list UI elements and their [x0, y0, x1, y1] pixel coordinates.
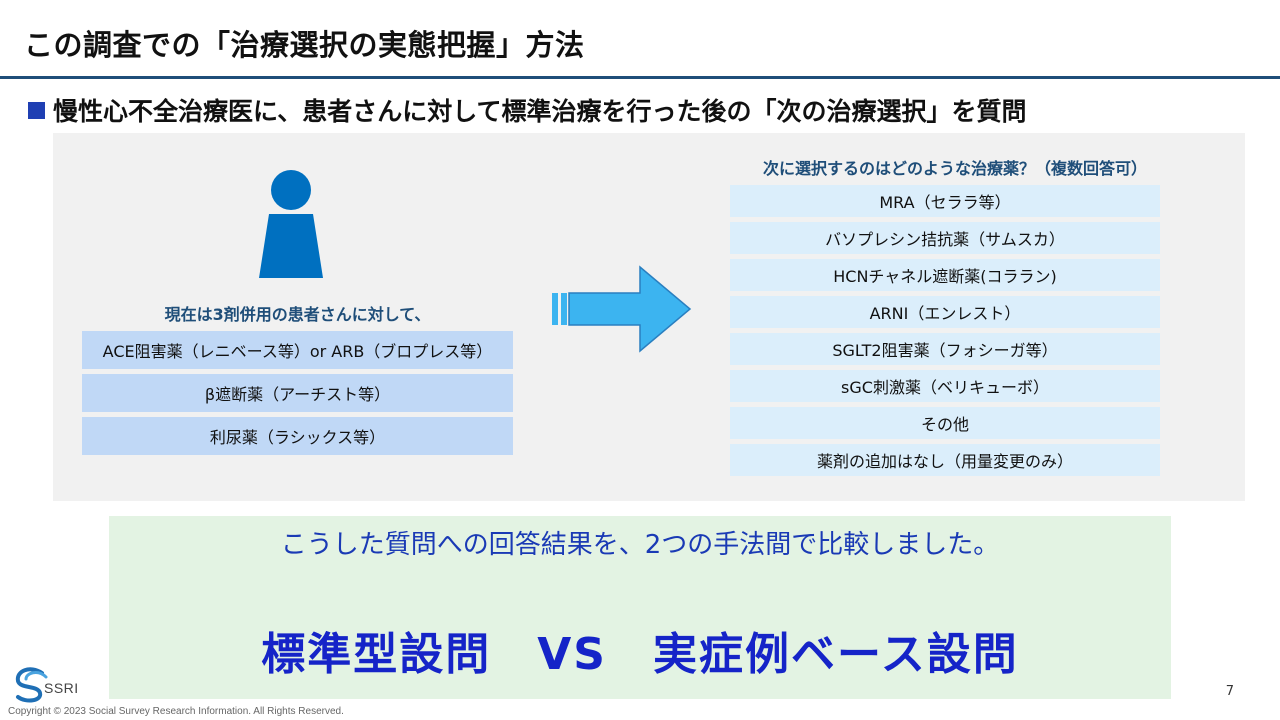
person-icon — [259, 170, 323, 278]
next-treatment-option: sGC刺激薬（ベリキューボ） — [730, 370, 1160, 402]
current-treatment-item: β遮断薬（アーチスト等） — [82, 374, 513, 412]
current-treatment-list: ACE阻害薬（レニベース等）or ARB（ブロプレス等） β遮断薬（アーチスト等… — [82, 331, 513, 460]
square-bullet-icon — [28, 101, 45, 119]
result-box — [109, 516, 1171, 699]
current-treatment-item: 利尿薬（ラシックス等） — [82, 417, 513, 455]
right-arrow-icon — [552, 265, 692, 353]
next-treatment-option: ARNI（エンレスト） — [730, 296, 1160, 328]
current-treatment-item: ACE阻害薬（レニベース等）or ARB（ブロプレス等） — [82, 331, 513, 369]
next-treatment-caption: 次に選択するのはどのような治療薬？（複数回答可） — [762, 159, 1147, 178]
comparison-headline: 標準型設問 VS 実症例ベース設問 — [261, 629, 1019, 680]
ssri-logo-icon — [15, 667, 48, 703]
copyright-notice: Copyright © 2023 Social Survey Research … — [8, 706, 344, 717]
logo-text: SSRI — [44, 680, 79, 696]
page-number: 7 — [1225, 684, 1234, 699]
section-heading-text: 慢性心不全治療医に、患者さんに対して標準治療を行った後の「次の治療選択」を質問 — [53, 97, 1027, 126]
result-summary: こうした質問への回答結果を、2つの手法間で比較しました。 — [280, 530, 1000, 560]
next-treatment-option: HCNチャネル遮断薬(コララン) — [730, 259, 1160, 291]
current-treatment-caption: 現在は3剤併用の患者さんに対して、 — [164, 305, 431, 324]
page-title: この調査での「治療選択の実態把握」方法 — [24, 28, 585, 62]
next-treatment-option: バソプレシン拮抗薬（サムスカ） — [730, 222, 1160, 254]
title-divider — [0, 76, 1280, 79]
next-treatment-option: SGLT2阻害薬（フォシーガ等） — [730, 333, 1160, 365]
section-heading: 慢性心不全治療医に、患者さんに対して標準治療を行った後の「次の治療選択」を質問 — [28, 92, 1027, 128]
next-treatment-option: その他 — [730, 407, 1160, 439]
next-treatment-list: MRA（セララ等） バソプレシン拮抗薬（サムスカ） HCNチャネル遮断薬(コララ… — [730, 185, 1160, 481]
next-treatment-option: 薬剤の追加はなし（用量変更のみ） — [730, 444, 1160, 476]
next-treatment-option: MRA（セララ等） — [730, 185, 1160, 217]
